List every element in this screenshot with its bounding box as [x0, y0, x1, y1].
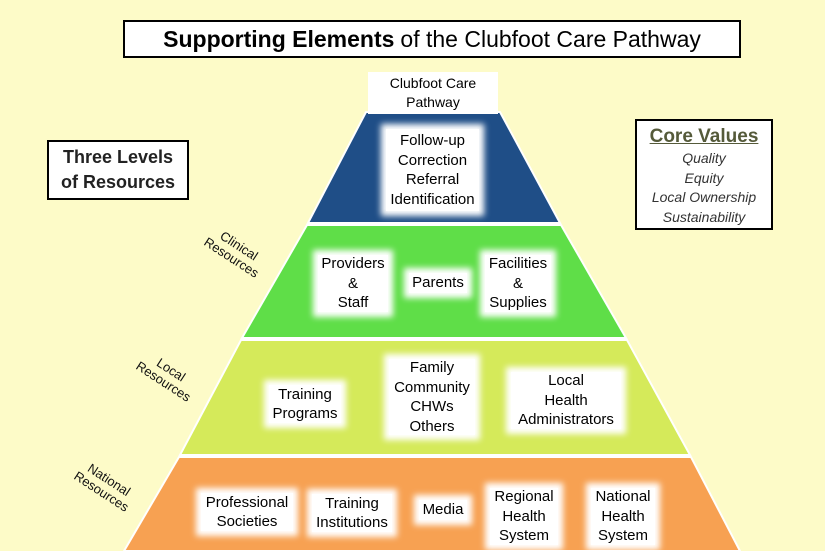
levels-line-2: of Resources	[60, 172, 176, 192]
label-line: Programs	[272, 405, 338, 422]
label-line: Institutions	[316, 514, 388, 531]
label-line: Health	[502, 507, 546, 525]
label-line: Parents	[412, 274, 464, 292]
core-values-box: Core Values Quality Equity Local Ownersh…	[635, 119, 773, 230]
label-line: Local	[548, 372, 584, 390]
national-regional: Regional Health System	[490, 488, 558, 545]
clinical-parents: Parents	[409, 273, 467, 293]
label-line: Providers	[321, 255, 385, 273]
core-value-item: Local Ownership	[651, 189, 757, 205]
label-line: Staff	[337, 294, 369, 312]
label-line: System	[498, 527, 549, 545]
label-line: Facilities	[488, 255, 548, 273]
local-training: Training Programs	[269, 385, 341, 423]
pathway-step: Follow-up	[399, 132, 466, 149]
core-value-item: Sustainability	[662, 208, 746, 225]
label-line: Regional	[494, 488, 554, 506]
pathway-steps: Follow-up Correction Referral Identifica…	[386, 129, 479, 211]
label-line: Administrators	[518, 411, 614, 429]
core-values-title: Core Values	[649, 126, 759, 147]
national-national: National Health System	[591, 488, 655, 545]
core-value-item: Equity	[684, 169, 724, 186]
pathway-step: Identification	[390, 190, 475, 208]
national-institutions: Training Institutions	[312, 494, 392, 532]
label-line: Family	[409, 359, 455, 376]
three-levels-box: Three Levels of Resources	[47, 140, 189, 200]
pathway-step: Correction	[397, 151, 468, 169]
clinical-providers: Providers & Staff	[318, 255, 388, 312]
title-bold: Supporting Elements	[163, 25, 395, 52]
label-line: Health	[601, 507, 645, 525]
national-media: Media	[419, 500, 467, 520]
label-line: &	[347, 274, 358, 292]
apex-label: Clubfoot Care Pathway	[368, 72, 498, 114]
label-line: Others	[409, 417, 455, 435]
label-line: Community	[394, 378, 470, 396]
label-line: Training	[278, 385, 332, 403]
label-line: Societies	[216, 513, 278, 530]
local-admins: Local Health Administrators	[511, 372, 621, 429]
label-line: Health	[544, 391, 588, 409]
levels-line-1: Three Levels	[62, 147, 174, 167]
label-line: National	[595, 488, 651, 506]
apex-line-2: Pathway	[406, 94, 460, 110]
local-family: Family Community CHWs Others	[389, 359, 475, 435]
label-line: CHWs	[410, 398, 454, 415]
diagram-title: Supporting Elements of the Clubfoot Care…	[123, 20, 741, 58]
title-rest: of the Clubfoot Care Pathway	[400, 25, 701, 52]
label-line: System	[597, 527, 648, 545]
national-societies: Professional Societies	[201, 493, 293, 531]
label-line: Professional	[205, 493, 289, 511]
clinical-facilities: Facilities & Supplies	[485, 255, 551, 312]
label-line: Supplies	[489, 294, 547, 312]
core-value-item: Quality	[682, 150, 726, 166]
label-line: Training	[325, 494, 379, 512]
label-line: &	[512, 274, 523, 292]
label-line: Media	[422, 501, 464, 519]
apex-line-1: Clubfoot Care	[389, 75, 477, 91]
pathway-step: Referral	[405, 171, 460, 188]
